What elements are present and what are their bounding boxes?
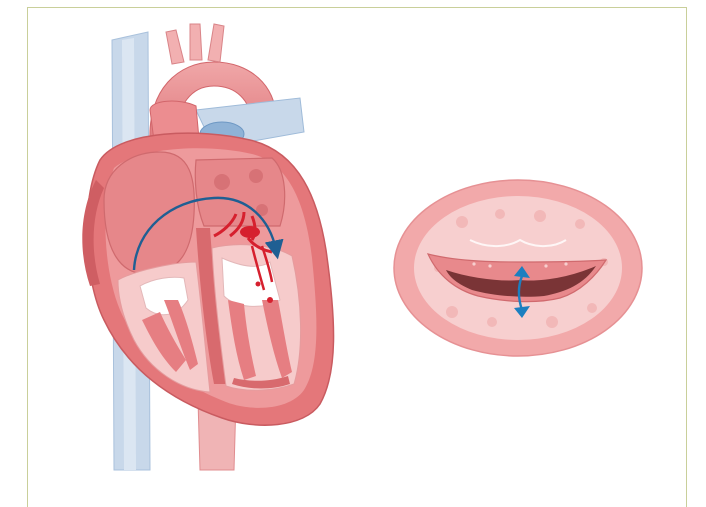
right-atrium [104, 152, 194, 274]
valve-en-face [394, 180, 642, 356]
left-atrium [195, 158, 284, 226]
